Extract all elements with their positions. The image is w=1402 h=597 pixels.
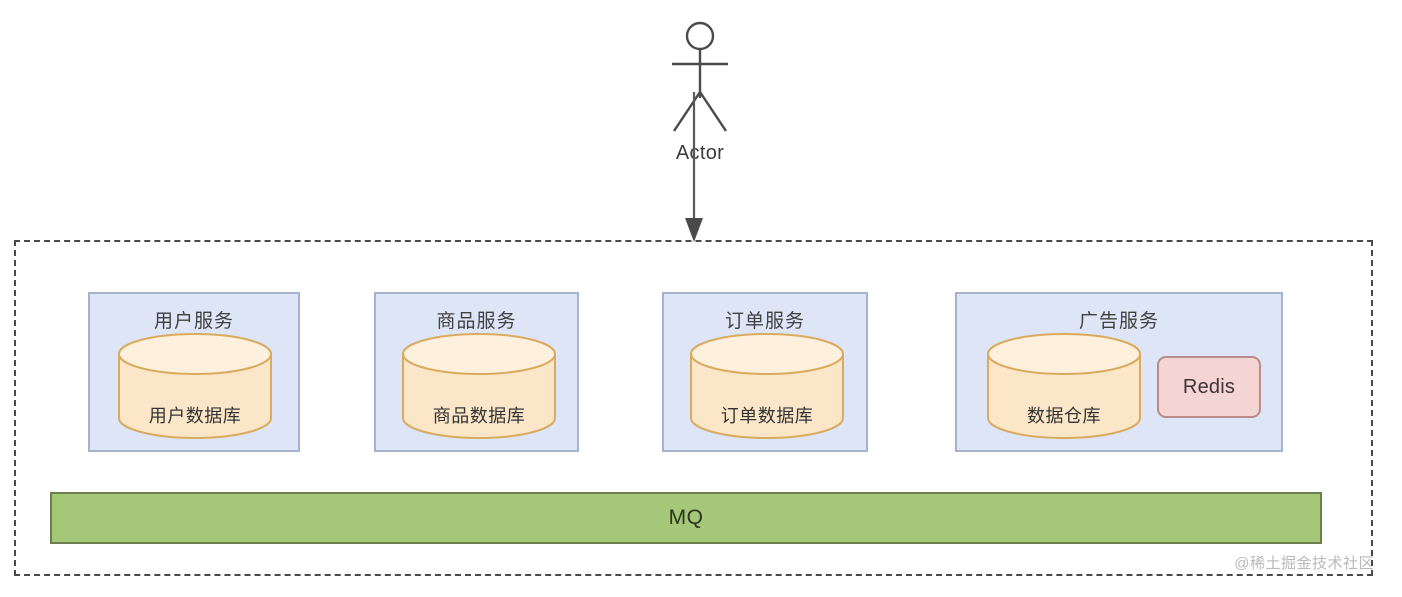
- service-title: 订单服务: [724, 311, 805, 332]
- service-title: 广告服务: [1078, 311, 1159, 332]
- database-cylinder-icon: [987, 333, 1141, 439]
- system-boundary: [14, 240, 1373, 576]
- stick-figure-actor-icon: [672, 21, 728, 132]
- service-box-user[interactable]: 用户服务 用户数据库: [88, 292, 300, 452]
- down-arrow-icon: [685, 92, 703, 242]
- actor-node: Actor: [650, 14, 750, 164]
- database-cylinder-warehouse[interactable]: 数据仓库: [985, 332, 1143, 440]
- service-title: 商品服务: [436, 311, 517, 332]
- redis-cache-node[interactable]: Redis: [1157, 356, 1261, 418]
- database-label: 商品数据库: [432, 406, 526, 426]
- database-cylinder-order[interactable]: 订单数据库: [688, 332, 846, 440]
- message-queue-bar[interactable]: MQ: [50, 492, 1322, 544]
- database-label: 订单数据库: [720, 406, 814, 426]
- redis-label: Redis: [1182, 375, 1236, 398]
- database-label: 数据仓库: [1027, 406, 1101, 426]
- service-box-product[interactable]: 商品服务 商品数据库: [374, 292, 579, 452]
- watermark: @稀土掘金技术社区: [1234, 555, 1374, 572]
- database-cylinder-icon: [690, 333, 844, 439]
- message-queue-label: MQ: [668, 506, 704, 529]
- database-label: 用户数据库: [148, 406, 242, 426]
- database-cylinder-product[interactable]: 商品数据库: [400, 332, 558, 440]
- service-box-advertising[interactable]: 广告服务 数据仓库 Redis: [955, 292, 1283, 452]
- database-cylinder-icon: [118, 333, 272, 439]
- service-box-order[interactable]: 订单服务 订单数据库: [662, 292, 868, 452]
- service-title: 用户服务: [153, 311, 234, 332]
- database-cylinder-user[interactable]: 用户数据库: [116, 332, 274, 440]
- database-cylinder-icon: [402, 333, 556, 439]
- actor-label: Actor: [675, 142, 725, 164]
